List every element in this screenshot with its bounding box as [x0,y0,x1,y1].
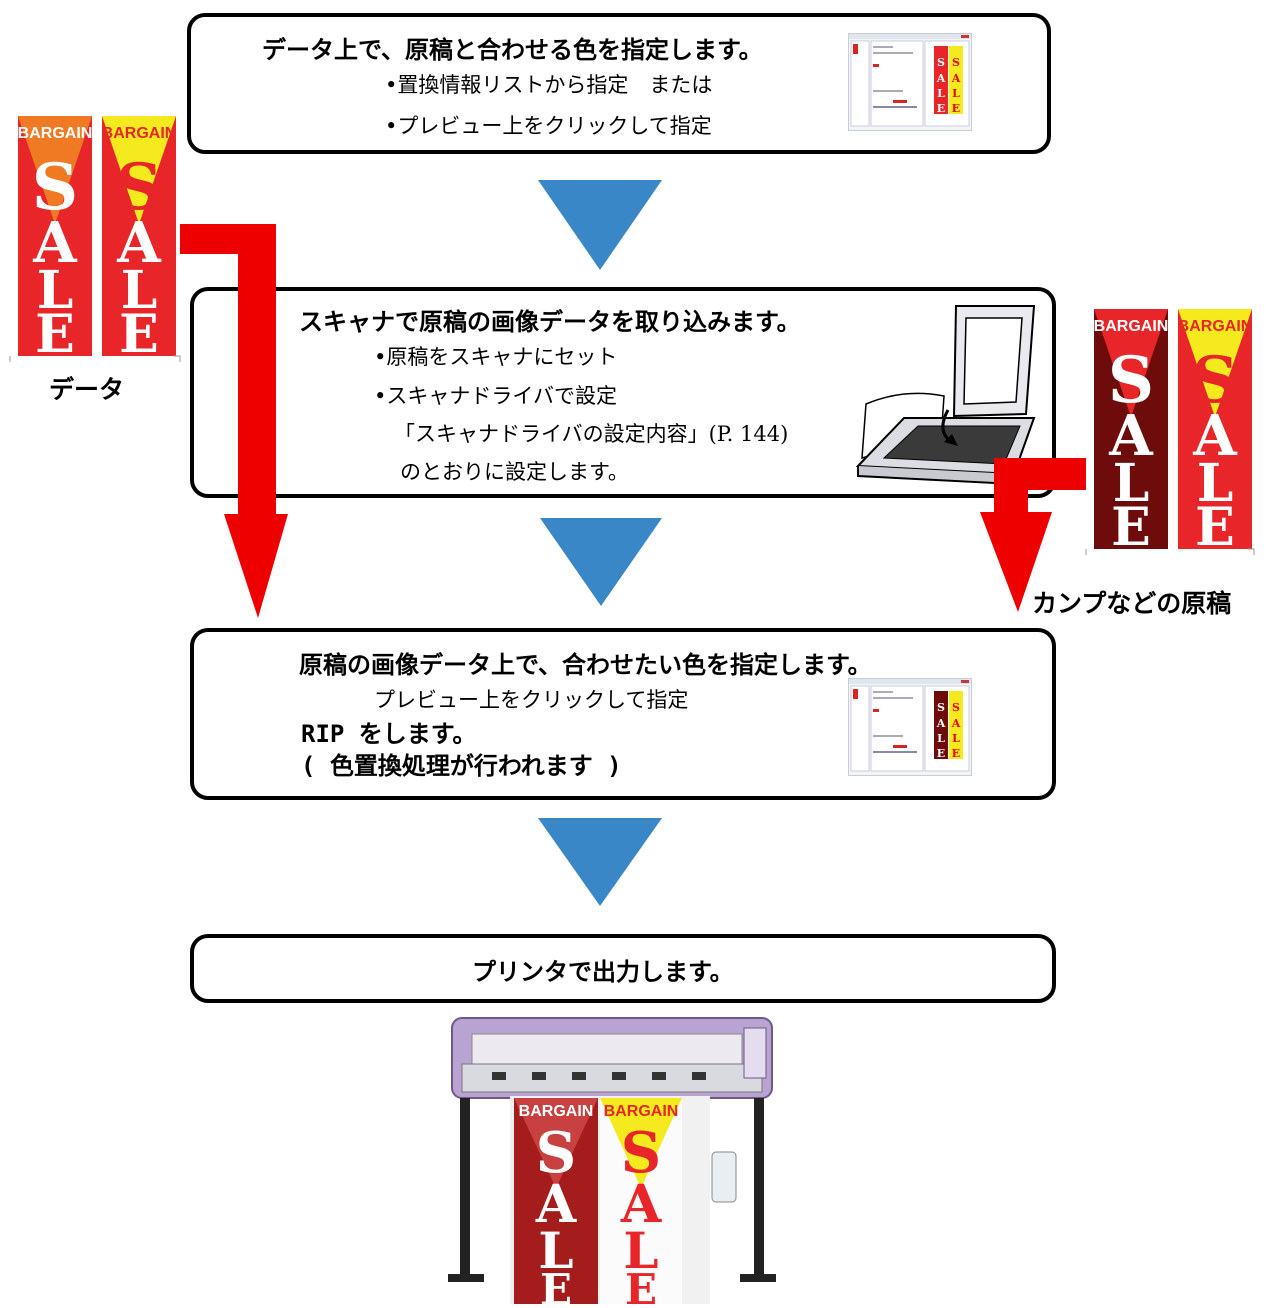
printer-banner-tag-2: BARGAIN [604,1103,679,1120]
step4-box [190,934,1056,1003]
original-banner-image: BARGAIN BARGAIN S A L E S A L E [1084,297,1256,559]
step3-software-screenshot: S A L E S A L E [848,678,972,776]
svg-text:A: A [535,1174,577,1235]
svg-text:E: E [952,747,960,760]
flow-arrow-down-3 [538,818,662,906]
svg-text:E: E [35,304,75,365]
svg-text:S: S [621,1120,661,1186]
step2-line-1: •原稿をスキャナにセット [374,345,618,369]
svg-text:E: E [937,747,945,760]
printer-illustration: BARGAIN BARGAIN S A L E S A L E [432,1012,792,1308]
step1-line-1: •置換情報リストから指定 または [385,73,713,97]
svg-text:L: L [1197,453,1234,514]
step3-title: 原稿の画像データ上で、合わせたい色を指定します。 [299,651,872,679]
svg-text:S: S [1108,343,1154,418]
svg-text:A: A [620,1174,662,1235]
svg-text:L: L [952,87,960,100]
flow-arrow-down-2 [540,518,662,606]
data-banner-image: BARGAIN BARGAIN S A L E S A L E [8,104,182,366]
svg-text:E: E [625,1265,657,1304]
svg-text:A: A [936,717,946,730]
svg-text:A: A [951,72,961,85]
data-banner-tag-2: BARGAIN [102,125,177,142]
svg-text:S: S [952,701,960,714]
svg-text:A: A [32,210,78,276]
step2-line-4: のとおりに設定します。 [400,460,629,484]
svg-text:L: L [1113,453,1150,514]
svg-text:S: S [536,1120,576,1186]
svg-text:L: L [937,732,945,745]
svg-text:S: S [1192,343,1238,418]
scanner-illustration [855,305,1036,486]
data-banner-tag-1: BARGAIN [18,125,93,142]
svg-text:E: E [119,304,159,365]
step1-title: データ上で、原稿と合わせる色を指定します。 [262,36,763,64]
svg-text:A: A [116,210,162,276]
svg-text:A: A [1192,403,1238,469]
step3-line-1: プレビュー上をクリックして指定 [374,688,689,712]
step3-bold-line-1: RIP をします。 [301,720,477,748]
svg-text:L: L [538,1221,573,1280]
svg-text:E: E [540,1265,572,1304]
original-banner-tag-2: BARGAIN [1178,318,1253,335]
original-red-arrow [980,458,1086,612]
data-red-arrow [180,224,288,618]
original-banner-tag-1: BARGAIN [1094,318,1169,335]
svg-text:S: S [32,150,78,225]
step4-title: プリンタで出力します。 [472,958,734,986]
svg-text:S: S [937,701,945,714]
svg-text:E: E [952,102,960,115]
svg-text:A: A [936,72,946,85]
svg-text:E: E [937,102,945,115]
svg-text:S: S [937,56,945,69]
svg-text:L: L [952,732,960,745]
svg-text:E: E [1111,497,1151,558]
svg-text:E: E [1195,497,1235,558]
svg-text:A: A [951,717,961,730]
step1-line-2: •プレビュー上をクリックして指定 [385,114,712,138]
svg-text:S: S [952,56,960,69]
svg-text:L: L [121,260,158,321]
step3-bold-line-2: ( 色置換処理が行われます ) [301,752,622,780]
flow-arrow-down-1 [538,180,662,270]
svg-text:S: S [116,150,162,225]
svg-text:L: L [623,1221,658,1280]
original-caption: カンプなどの原稿 [1032,589,1232,618]
step2-line-2: •スキャナドライバで設定 [374,384,617,408]
printer-banner-tag-1: BARGAIN [519,1103,594,1120]
data-caption: データ [49,375,125,404]
step2-line-3: 「スキャナドライバの設定内容」(P. 144) [394,422,789,446]
step2-title: スキャナで原稿の画像データを取り込みます。 [299,308,801,336]
svg-text:A: A [1108,403,1154,469]
svg-text:L: L [937,87,945,100]
step1-software-screenshot: S A L E S A L E [848,33,972,131]
svg-text:L: L [37,260,74,321]
